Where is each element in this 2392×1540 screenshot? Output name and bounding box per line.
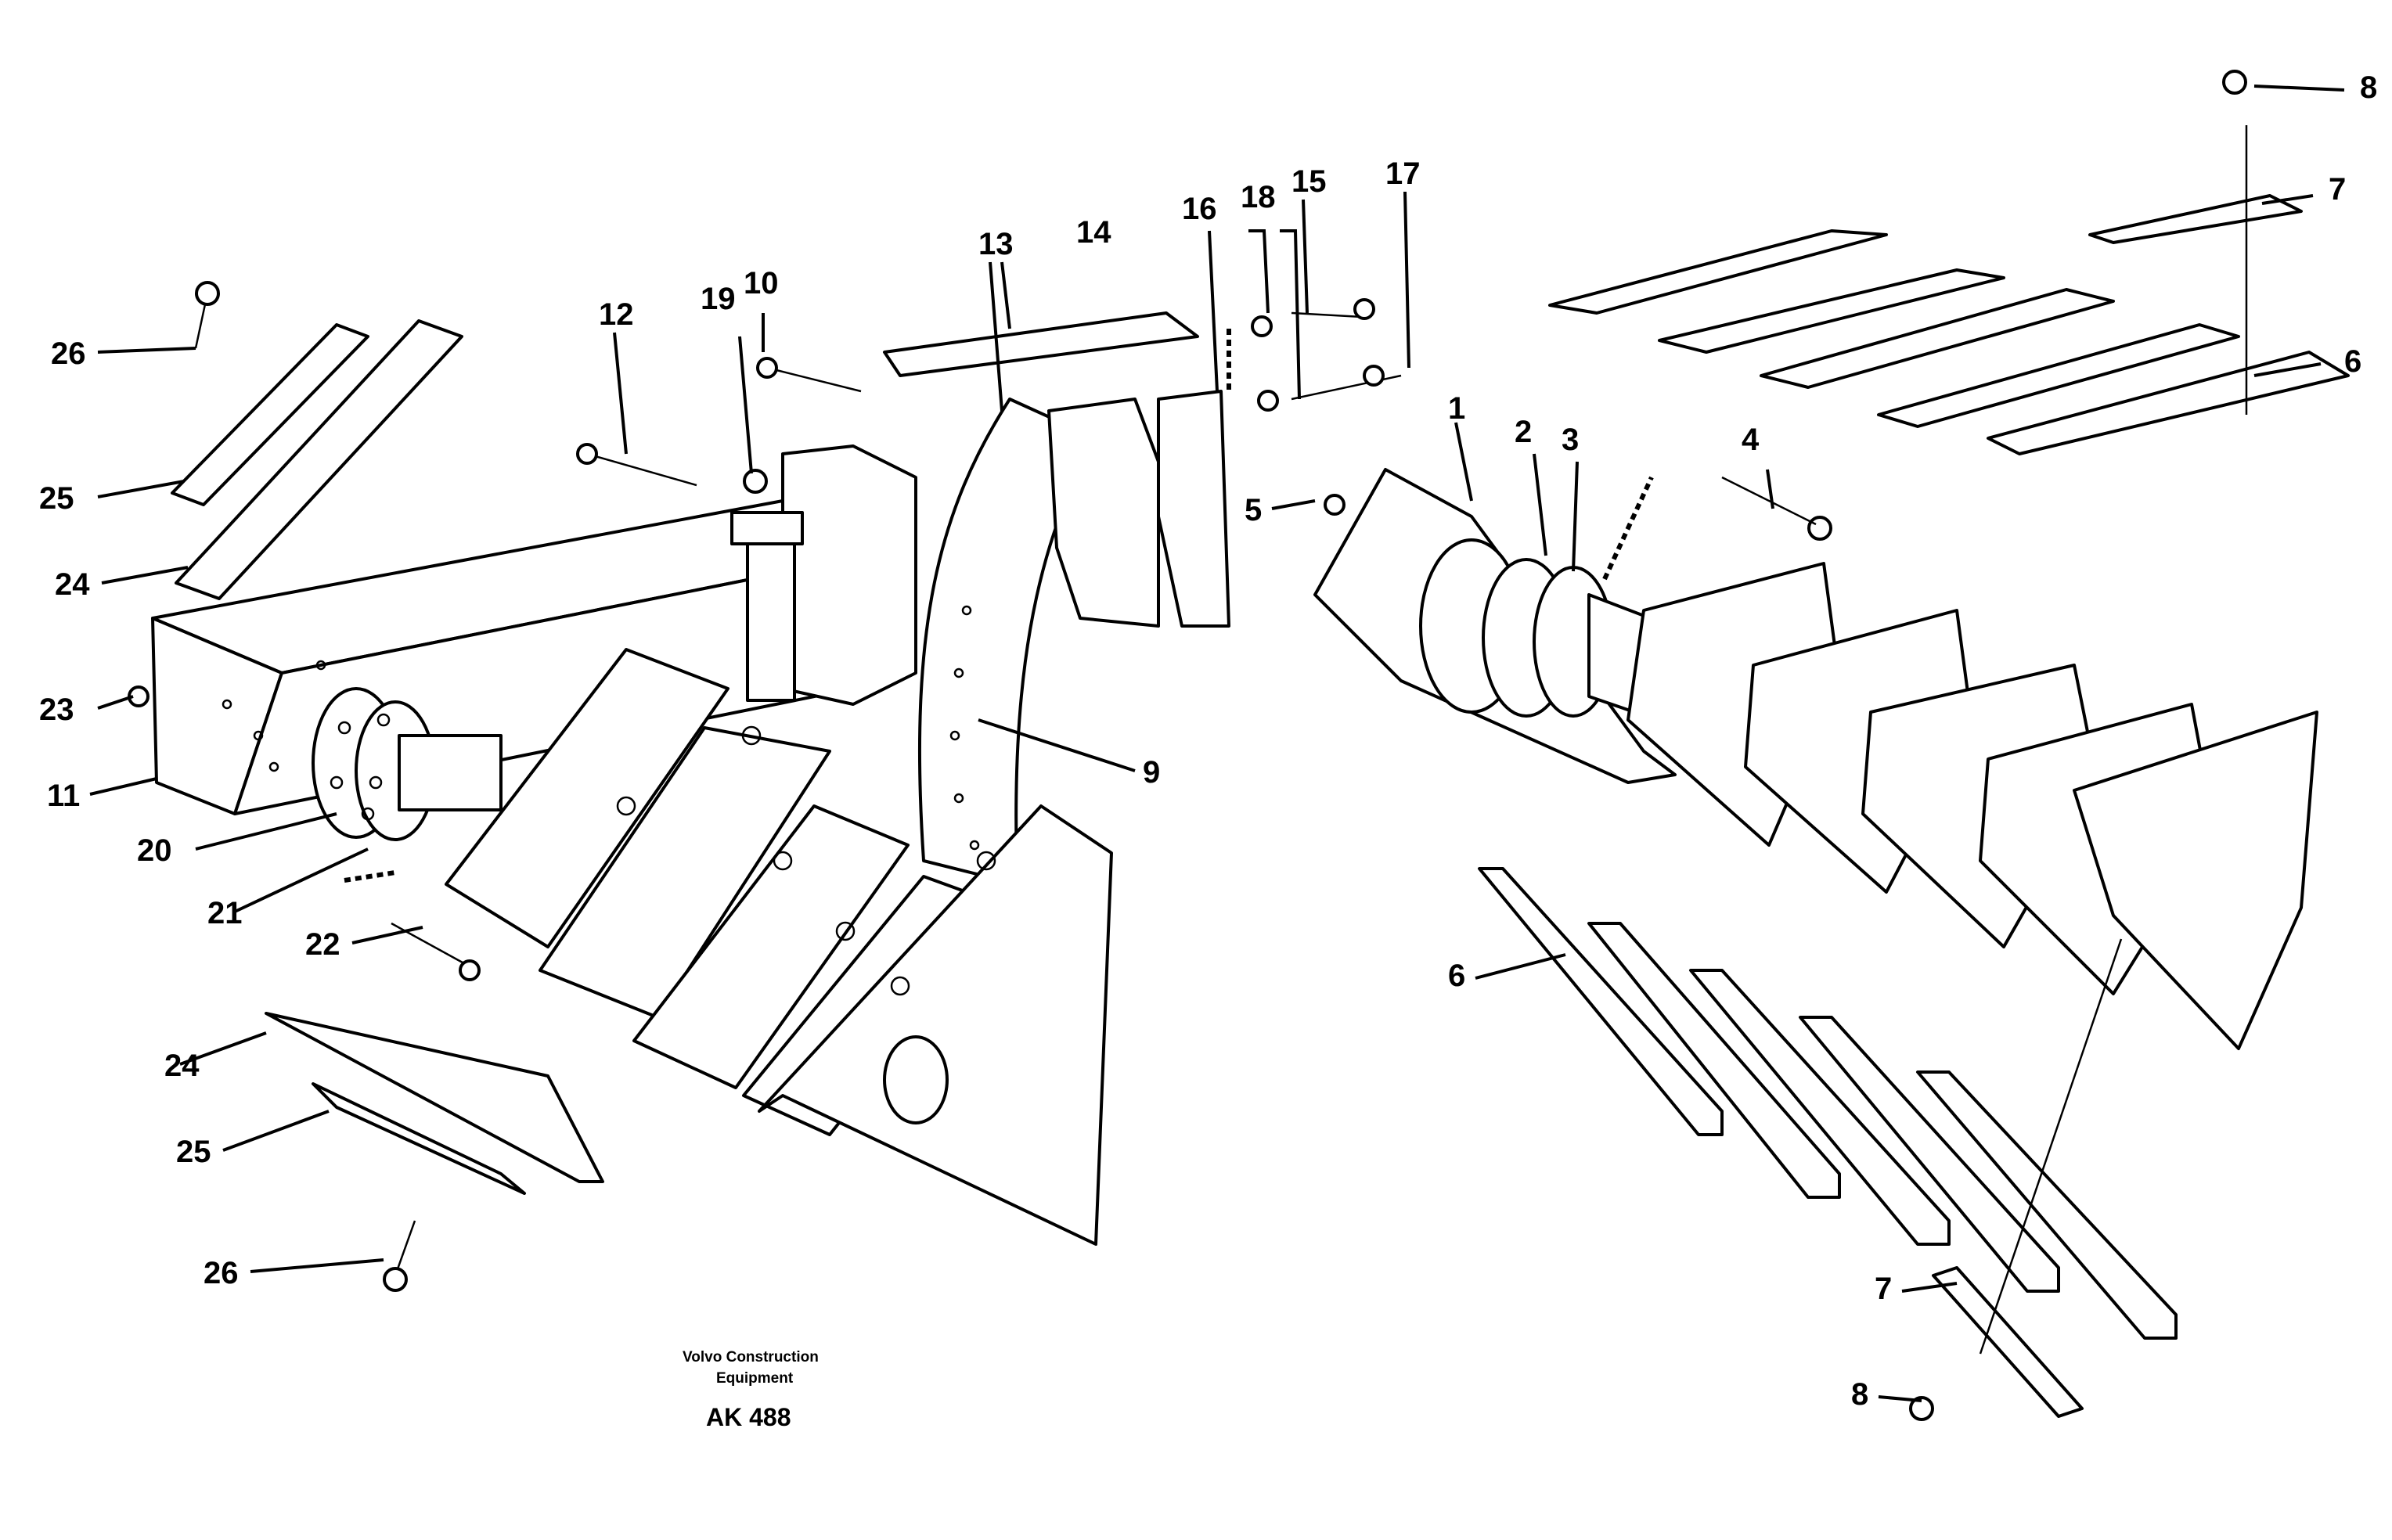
hub-flange [312,687,503,841]
caption-line-1: Volvo Construction [683,1349,819,1365]
label-13: 13 [978,227,1014,261]
label-20: 20 [137,833,172,868]
diagram-caption: Volvo Construction Equipment AK 488 [683,1349,819,1431]
right-assembly [1313,70,2350,1421]
label-25-upper: 25 [39,481,74,516]
mounting-bracket [730,444,917,706]
label-12: 12 [599,297,634,332]
cutting-edge-lower-left [265,1012,604,1195]
side-plate-14 [1047,398,1160,628]
teeth-row-left [445,648,1113,1246]
leader-lines [89,85,2345,1402]
label-7-lower: 7 [1875,1272,1892,1306]
label-24-lower: 24 [164,1049,200,1083]
blade-plate-7-upper [2088,194,2303,244]
left-assembly [128,281,1402,1292]
dash-link-left [344,870,396,883]
bolt-set-right [1324,70,2248,1421]
part-number-labels: 1 2 3 4 5 6 6 7 7 8 8 9 10 11 12 13 14 1… [39,70,2377,1412]
label-1: 1 [1448,391,1465,426]
side-plate-16 [1157,390,1230,628]
label-9: 9 [1143,755,1160,790]
teeth-row-right [1626,562,2318,1050]
top-cover-plate [883,311,1199,377]
label-15: 15 [1291,164,1327,199]
blade-plate-7-lower [1932,1266,2084,1418]
label-6-lower: 6 [1448,959,1465,993]
bolt-set-left [128,281,1402,1292]
label-6-upper: 6 [2344,344,2361,379]
label-24-upper: 24 [55,567,90,602]
label-11: 11 [47,779,80,813]
label-14: 14 [1076,215,1111,250]
label-7-upper: 7 [2329,172,2346,207]
label-23: 23 [39,693,74,727]
label-5: 5 [1245,493,1262,527]
label-18: 18 [1241,180,1276,214]
label-4: 4 [1742,423,1760,457]
caption-line-2: Equipment [716,1370,794,1387]
blades-upper-right [1548,194,2350,455]
label-10: 10 [744,266,779,300]
label-3: 3 [1562,423,1579,457]
dash-link-right [1602,476,1654,581]
label-8-upper: 8 [2360,70,2377,105]
label-25-lower: 25 [176,1135,211,1169]
diagram-code: AK 488 [706,1403,791,1431]
label-22: 22 [305,927,340,962]
blades-lower-right [1478,867,2178,1418]
label-16: 16 [1182,192,1217,226]
label-21: 21 [207,896,243,930]
label-19: 19 [701,282,736,316]
label-8-lower: 8 [1851,1377,1868,1412]
label-17: 17 [1385,157,1421,191]
cutting-edge-upper-left [171,319,463,600]
label-26-upper: 26 [51,336,86,371]
label-2: 2 [1515,415,1532,449]
label-26-lower: 26 [204,1256,239,1290]
